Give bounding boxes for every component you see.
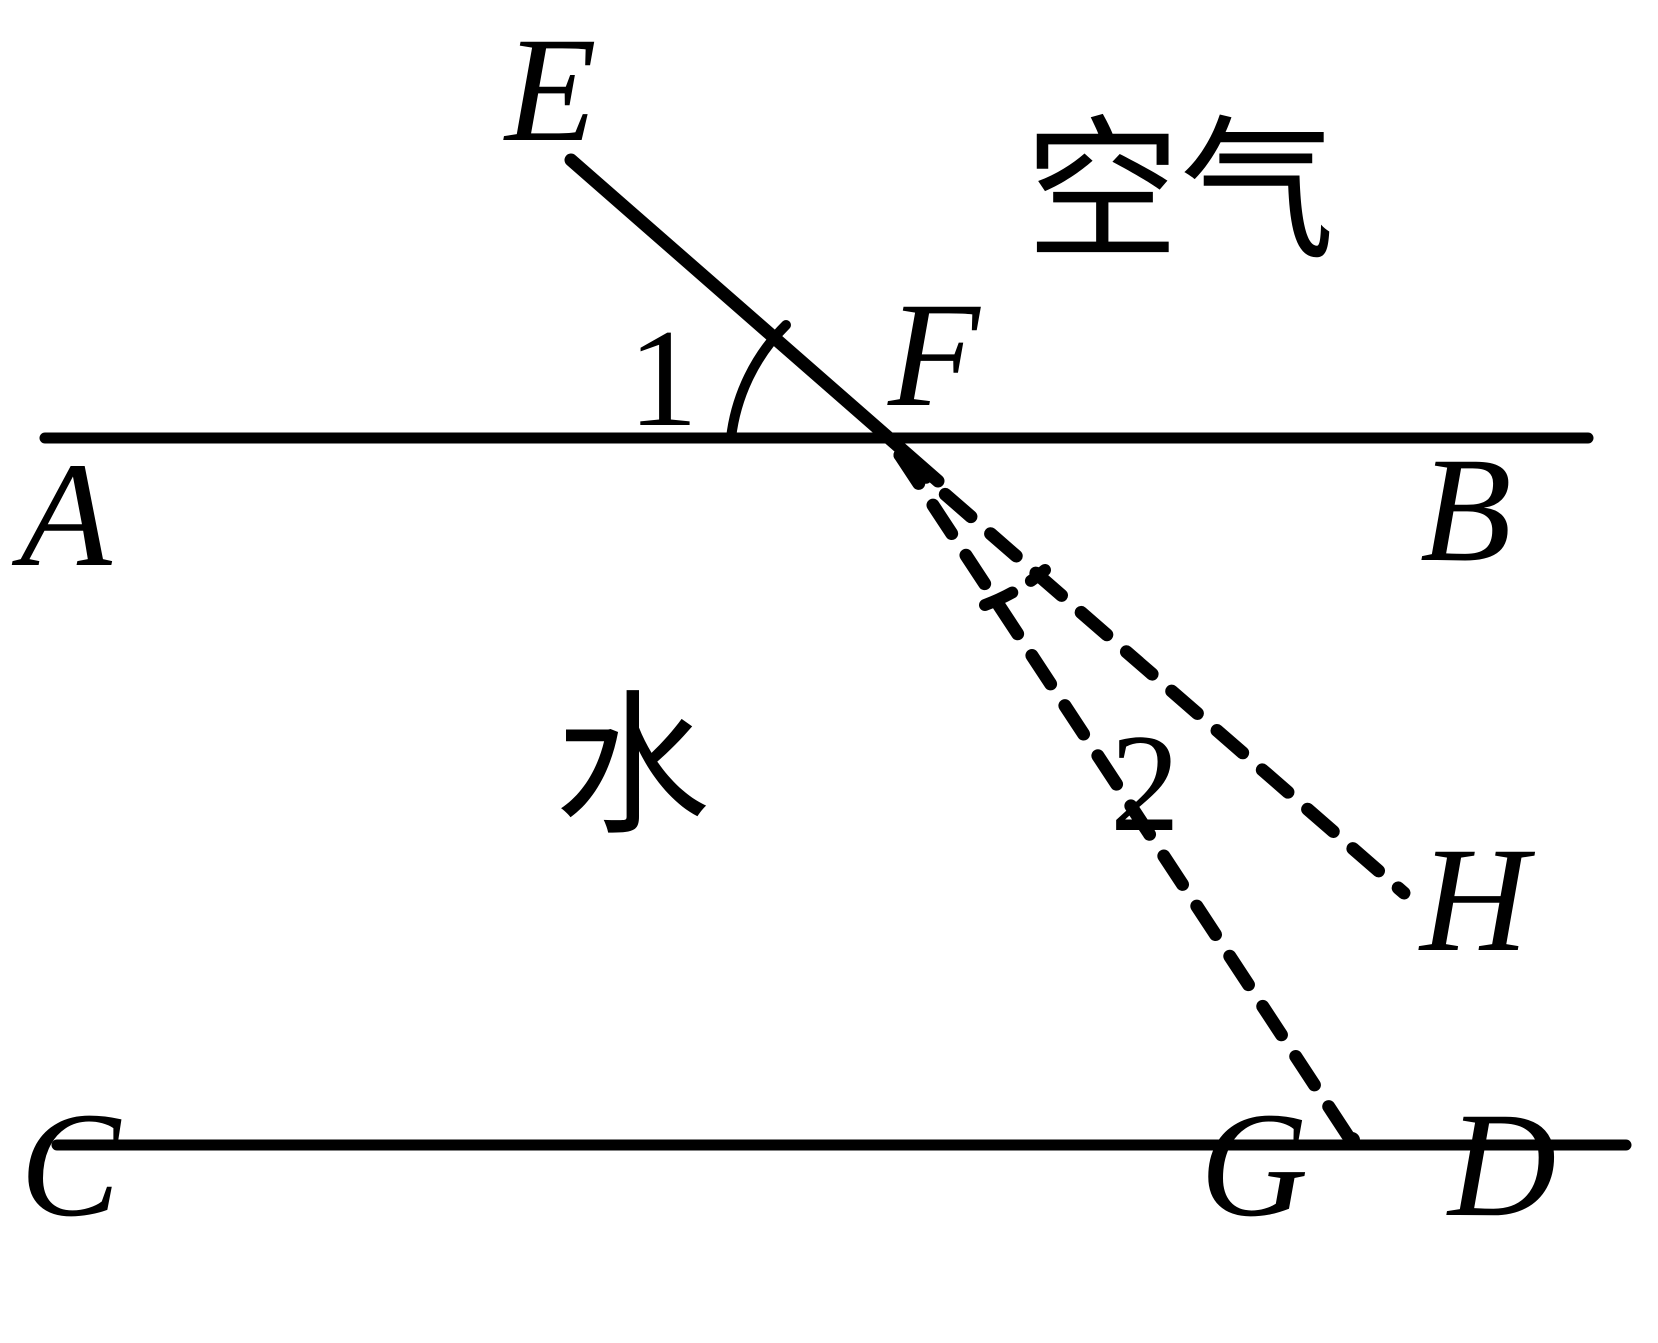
incident-ray-EF — [564, 153, 945, 488]
ray-FG-dashed — [893, 448, 1359, 1149]
label-point-E: E — [503, 7, 597, 173]
label-medium-water: 水 — [555, 676, 710, 857]
label-point-C: C — [20, 1082, 122, 1248]
label-point-F: F — [887, 272, 981, 438]
label-point-A: A — [11, 432, 113, 598]
point-G-dot — [1344, 1132, 1360, 1148]
angle-2-arc — [979, 564, 1051, 611]
label-angle-2: 2 — [1110, 706, 1180, 861]
ray-FH-dashed — [893, 448, 1411, 900]
label-angle-1: 1 — [628, 301, 698, 456]
label-point-G: G — [1200, 1082, 1308, 1248]
label-point-D: D — [1446, 1082, 1556, 1248]
label-point-H: H — [1418, 817, 1536, 983]
label-medium-air: 空气 — [1025, 101, 1335, 282]
angle-1-arc — [726, 320, 791, 443]
label-point-B: B — [1420, 427, 1512, 593]
